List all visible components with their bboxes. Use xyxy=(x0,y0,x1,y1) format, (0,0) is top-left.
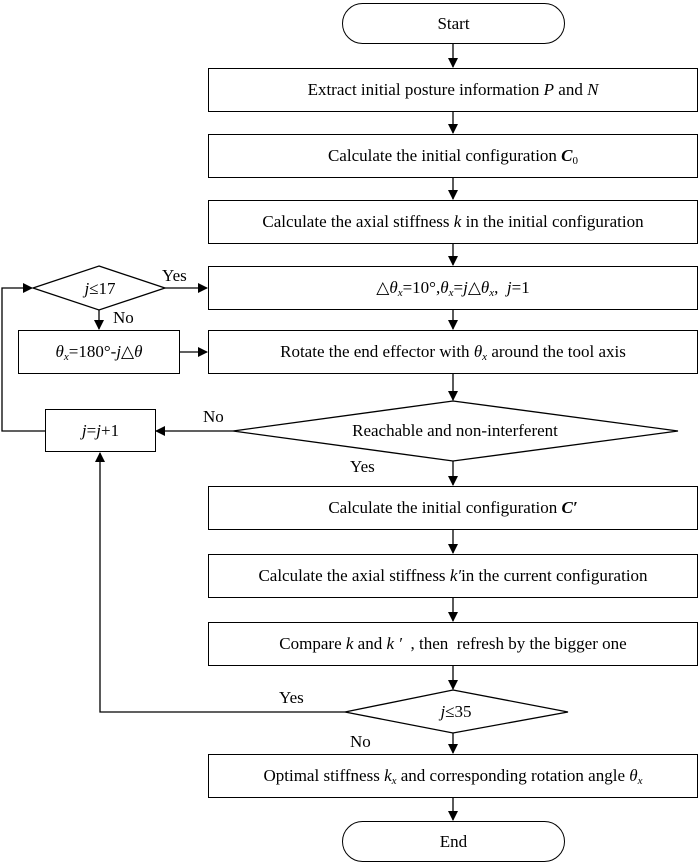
end-terminal: End xyxy=(342,821,565,862)
start-terminal: Start xyxy=(342,3,565,44)
step-calc-k-prime: Calculate the axial stiffness k′in the c… xyxy=(208,554,698,598)
reachable-no-label: No xyxy=(203,407,224,426)
step-compare-text: Compare k and k ′ , then refresh by the … xyxy=(279,634,627,653)
step-optimal-text: Optimal stiffness kx and corresponding r… xyxy=(263,765,643,787)
step-optimal-result: Optimal stiffness kx and corresponding r… xyxy=(208,754,698,798)
step-calc-c0: Calculate the initial configuration C0 xyxy=(208,134,698,178)
step-theta-reverse-text: θx=180°-j△θ xyxy=(55,341,143,363)
step-calc-c-prime: Calculate the initial configuration C′ xyxy=(208,486,698,530)
step-rotate-text: Rotate the end effector with θx around t… xyxy=(280,341,626,363)
step-increment-j: j=j+1 xyxy=(45,409,156,452)
step-extract-posture: Extract initial posture information P an… xyxy=(208,68,698,112)
step-calc-k-prime-text: Calculate the axial stiffness k′in the c… xyxy=(258,566,648,585)
step-compare-stiffness: Compare k and k ′ , then refresh by the … xyxy=(208,622,698,666)
step-init-theta-text: △θx=10°,θx=j△θx, j=1 xyxy=(376,277,530,299)
j17-yes-label: Yes xyxy=(162,266,187,285)
start-label: Start xyxy=(437,13,470,33)
arrow-increment-loop xyxy=(1,283,45,432)
reachable-yes-label: Yes xyxy=(350,457,375,476)
decision-reachable-shape xyxy=(232,400,679,462)
step-rotate-end-effector: Rotate the end effector with θx around t… xyxy=(208,330,698,374)
step-calc-k-text: Calculate the axial stiffness k in the i… xyxy=(262,212,644,231)
decision-j17-text: j≤17 xyxy=(84,279,116,298)
j17-no-label: No xyxy=(113,308,134,327)
arrow-j35-yes xyxy=(95,452,345,713)
step-init-theta: △θx=10°,θx=j△θx, j=1 xyxy=(208,266,698,310)
j35-no-label: No xyxy=(350,732,371,751)
decision-j35-text: j≤35 xyxy=(440,702,472,721)
step-calc-axial-stiffness: Calculate the axial stiffness k in the i… xyxy=(208,200,698,244)
step-calc-c-prime-text: Calculate the initial configuration C′ xyxy=(328,498,578,517)
step-extract-text: Extract initial posture information P an… xyxy=(307,80,599,99)
step-theta-reverse: θx=180°-j△θ xyxy=(18,330,180,374)
step-increment-text: j=j+1 xyxy=(81,420,120,440)
end-label: End xyxy=(439,831,468,851)
step-calc-c0-text: Calculate the initial configuration C0 xyxy=(327,145,579,167)
decision-reachable-text: Reachable and non-interferent xyxy=(352,421,558,440)
decision-j35-shape xyxy=(344,689,569,734)
j35-yes-label: Yes xyxy=(279,688,304,707)
